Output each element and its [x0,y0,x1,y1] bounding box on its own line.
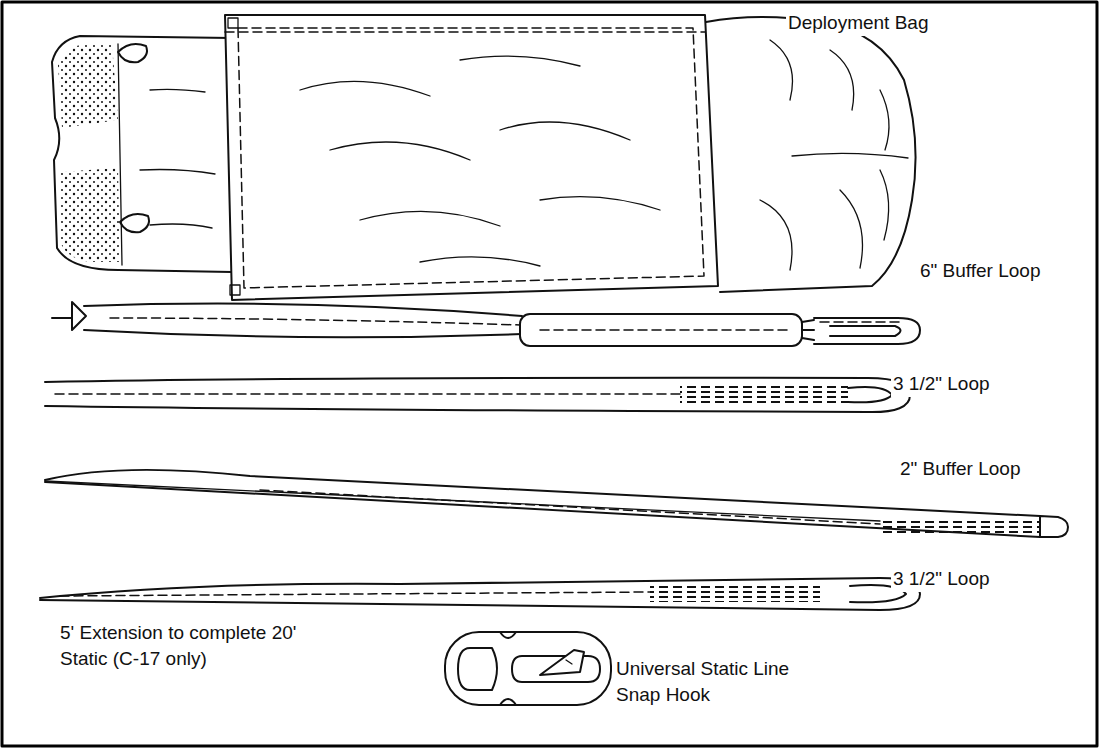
part-label: 3 1/2" Loop [891,566,992,592]
static-line-2in-buffer-loop-stroke [878,519,1040,535]
snap-hook-stroke [540,650,584,675]
part-label: 6" Buffer Loop [918,258,1043,284]
deployment-bag [52,15,916,300]
deployment-bag-stroke [238,28,704,288]
static-line-6in-buffer-loop-stroke [520,314,802,346]
deployment-bag-stroke [792,153,908,158]
snap-hook-stroke [500,632,516,638]
part-label: 3 1/2" Loop [891,371,992,397]
deployment-bag-stroke [58,44,118,128]
static-line-extension [40,578,920,610]
static-line-3-5in-loop-upper-stroke [55,393,680,395]
static-line-3-5in-loop-upper-stroke [848,387,892,402]
static-line-extension-stroke [40,578,920,610]
deployment-bag-stroke [300,56,660,266]
static-line-3-5in-loop-upper [45,378,910,412]
static-line-3-5in-loop-upper-stroke [45,378,910,412]
deployment-bag-stroke [120,214,149,232]
static-line-6in-buffer-loop-stroke [830,326,901,336]
static-line-2in-buffer-loop-stroke [1040,516,1068,537]
static-line-2in-buffer-loop-stroke [45,482,1040,537]
static-line-6in-buffer-loop-stroke [802,320,814,340]
snap-hook-stroke [500,699,516,705]
snap-hook-stroke [445,632,611,705]
note-label: 5' Extension to complete 20' Static (C-1… [58,620,312,672]
part-label: Universal Static Line Snap Hook [614,656,818,708]
deployment-bag-stroke [228,18,238,28]
part-label: 2" Buffer Loop [898,456,1023,482]
deployment-bag-stroke [225,31,705,33]
static-line-2in-buffer-loop-stroke [260,490,880,524]
static-line-6in-buffer-loop-stroke [84,330,522,337]
static-line-6in-buffer-loop-stroke [814,318,920,344]
deployment-bag-stroke [880,90,889,240]
deployment-bag-stroke [60,168,120,262]
static-line-3-5in-loop-upper-stroke [680,385,848,405]
deployment-bag-stroke [140,89,215,228]
snap-hook [445,632,611,705]
static-line-extension-stroke [650,584,820,602]
deployment-bag-stroke [225,15,718,300]
deployment-bag-stroke [52,36,232,272]
static-line-6in-buffer-loop-stroke [820,321,900,323]
deployment-bag-stroke [706,17,916,292]
deployment-bag-stroke [118,44,122,265]
part-label: Deployment Bag [786,10,930,36]
snap-hook-stroke [458,648,497,690]
static-line-extension-stroke [60,592,650,596]
static-line-6in-buffer-loop-stroke [84,304,522,316]
deployment-bag-stroke [230,285,240,295]
static-line-6in-buffer-loop [52,302,920,346]
static-line-6in-buffer-loop-stroke [110,318,520,325]
snap-hook-stroke [566,660,572,664]
static-line-6in-buffer-loop-stroke [540,329,790,331]
deployment-bag-stroke [118,44,147,62]
deployment-bag-stroke [760,40,863,270]
